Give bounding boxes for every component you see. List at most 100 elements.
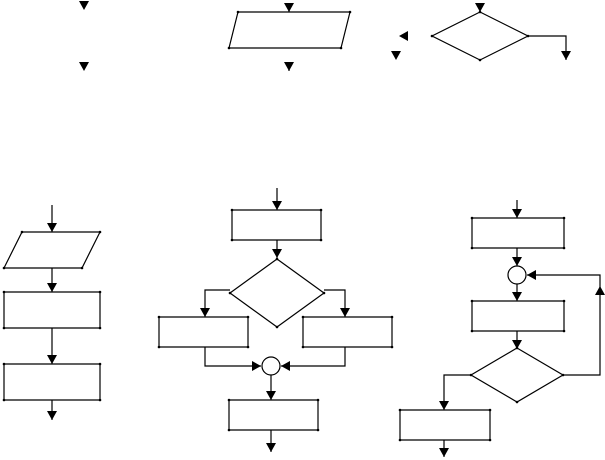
corner-handle xyxy=(322,291,326,295)
arrow-head xyxy=(272,201,282,210)
corner-handle xyxy=(157,345,161,349)
corner-handle xyxy=(478,58,482,62)
process-rectangle xyxy=(471,217,565,249)
corner-handle xyxy=(488,438,492,442)
process-rectangle xyxy=(3,363,101,401)
corner-handle xyxy=(20,230,24,234)
arrow-head xyxy=(527,270,536,280)
arrow-head xyxy=(252,361,261,371)
process-rectangle xyxy=(231,209,322,241)
corner-handle xyxy=(275,325,279,329)
arrow-head xyxy=(79,1,89,10)
corner-handle xyxy=(98,362,102,366)
decision-diamond xyxy=(469,347,565,403)
arrow-head xyxy=(340,308,350,317)
arrow-head xyxy=(47,355,57,364)
flow-line xyxy=(324,289,346,317)
corner-handle xyxy=(157,315,161,319)
corner-handle xyxy=(2,326,6,330)
corner-handle xyxy=(2,266,6,270)
symbols-row xyxy=(79,1,571,71)
corner-handle xyxy=(562,299,566,303)
branching-structure xyxy=(157,188,394,452)
corner-handle xyxy=(230,238,234,242)
arrow-head xyxy=(439,401,449,410)
input-output-parallelogram xyxy=(228,11,351,49)
corner-handle xyxy=(515,346,519,350)
corner-handle xyxy=(470,329,474,333)
corner-handle xyxy=(227,46,231,50)
corner-handle xyxy=(236,10,240,14)
corner-handle xyxy=(228,291,232,295)
process-rectangle xyxy=(399,409,491,441)
corner-handle xyxy=(98,230,102,234)
corner-handle xyxy=(488,408,492,412)
linear-structure xyxy=(2,205,102,420)
flow-line xyxy=(528,35,567,60)
corner-handle xyxy=(2,290,6,294)
arrow-head xyxy=(512,209,522,218)
corner-handle xyxy=(301,345,305,349)
corner-handle xyxy=(470,299,474,303)
arrow-head xyxy=(512,257,522,266)
corner-handle xyxy=(470,246,474,250)
arrow-head xyxy=(512,340,522,349)
arrow-head xyxy=(439,448,449,457)
process-rectangle xyxy=(3,291,101,329)
corner-handle xyxy=(246,315,250,319)
arrow-head xyxy=(284,3,294,12)
corner-handle xyxy=(430,34,434,38)
connector-circle xyxy=(261,356,281,376)
corner-handle xyxy=(319,208,323,212)
corner-handle xyxy=(275,257,279,261)
corner-handle xyxy=(316,398,320,402)
corner-handle xyxy=(98,326,102,330)
corner-handle xyxy=(227,398,231,402)
process-rectangle xyxy=(302,316,393,348)
corner-handle xyxy=(562,216,566,220)
loop-structure xyxy=(398,200,605,457)
flow-line xyxy=(204,289,230,317)
flow-line xyxy=(527,274,601,376)
corner-handle xyxy=(80,266,84,270)
arrow-head xyxy=(200,308,210,317)
corner-handle xyxy=(398,438,402,442)
flow-line xyxy=(281,347,346,367)
corner-handle xyxy=(316,428,320,432)
arrow-head xyxy=(561,51,571,60)
corner-handle xyxy=(390,315,394,319)
arrow-head xyxy=(595,286,605,295)
flow-line xyxy=(204,347,261,367)
decision-diamond xyxy=(430,11,530,61)
arrow-head xyxy=(266,443,276,452)
arrow-head xyxy=(512,292,522,301)
corner-handle xyxy=(98,398,102,402)
arrow-head xyxy=(79,62,89,71)
corner-handle xyxy=(301,315,305,319)
arrow-head xyxy=(47,223,57,232)
arrow-head xyxy=(47,283,57,292)
arrow-head xyxy=(475,3,485,12)
arrow-head xyxy=(266,391,276,400)
process-rectangle xyxy=(228,399,319,431)
corner-handle xyxy=(2,362,6,366)
process-rectangle xyxy=(471,300,565,332)
corner-handle xyxy=(390,345,394,349)
process-rectangle xyxy=(158,316,249,348)
corner-handle xyxy=(2,398,6,402)
corner-handle xyxy=(339,46,343,50)
flow-line xyxy=(443,374,471,410)
arrow-head xyxy=(391,51,401,60)
corner-handle xyxy=(398,408,402,412)
corner-handle xyxy=(230,208,234,212)
corner-handle xyxy=(98,290,102,294)
arrow-head xyxy=(284,62,294,71)
arrow-head xyxy=(47,411,57,420)
arrow-head xyxy=(272,249,282,258)
corner-handle xyxy=(319,238,323,242)
arrow-head xyxy=(281,361,290,371)
corner-handle xyxy=(227,428,231,432)
corner-handle xyxy=(562,329,566,333)
arrow-head xyxy=(399,31,408,41)
